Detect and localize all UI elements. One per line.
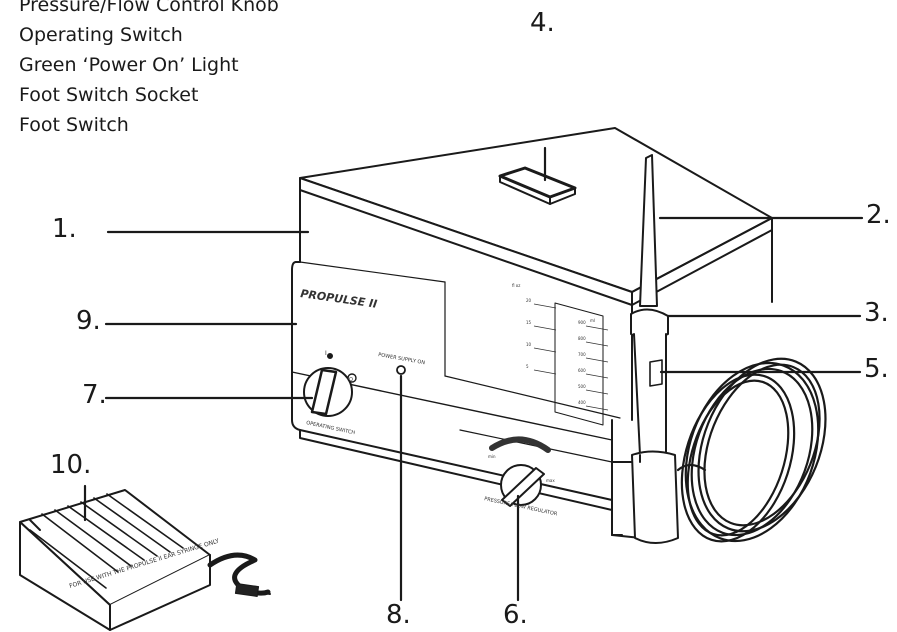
callout-9: 9. [76, 306, 101, 336]
callout-1: 1. [52, 214, 77, 244]
scale-left-gridline [533, 303, 557, 309]
brand-logo: PROPULSE II [300, 287, 378, 311]
scale-right-gridline [585, 341, 609, 347]
scale-right-gridline [585, 325, 609, 331]
callout-6: 6. [503, 600, 528, 630]
callout-3: 3. [864, 298, 889, 328]
switch-off-mark: O [349, 377, 353, 383]
legend-item: Pressure/Flow Control Knob [19, 0, 279, 16]
scale-right-tick: 600 [578, 368, 586, 373]
power-on-light [396, 365, 406, 375]
callout-8: 8. [386, 600, 411, 630]
scale-right-gridline [585, 389, 609, 395]
scale-left-gridline [533, 347, 557, 353]
scale-unit-ml: ml [590, 318, 595, 323]
scale-right-tick: 900 [578, 320, 586, 325]
scale-left-tick: 15 [526, 320, 532, 325]
power-supply [19, 489, 271, 631]
callout-5: 5. [864, 354, 889, 384]
scale-unit-oz: fl oz [512, 283, 520, 288]
scale-right-tick: 800 [578, 336, 586, 341]
power-label: POWER SUPPLY ON [378, 352, 426, 366]
parts-legend: Pressure/Flow Control Knob Operating Swi… [19, 0, 279, 140]
handpiece [630, 154, 679, 544]
scale-left-gridline [533, 369, 557, 375]
callout-10: 10. [50, 450, 92, 480]
switch-on-mark: I [325, 350, 327, 357]
scale-right-gridline [585, 357, 609, 363]
callout-2: 2. [866, 200, 891, 230]
callout-4: 4. [530, 8, 555, 38]
dial-max-label: max [546, 478, 555, 483]
operating-switch [303, 353, 357, 417]
scale-right-tick: 500 [578, 384, 586, 389]
dial-min-label: min [488, 454, 496, 459]
scale-left: 20 15 10 5 [526, 298, 557, 375]
legend-item: Operating Switch [19, 24, 183, 46]
scale-left-tick: 20 [526, 298, 532, 303]
scale-right-tick: 700 [578, 352, 586, 357]
legend-item: Foot Switch Socket [19, 84, 199, 106]
pressure-flow-knob [489, 436, 551, 507]
scale-left-tick: 10 [526, 342, 532, 347]
scale-right-gridline [585, 373, 609, 379]
callout-7: 7. [82, 380, 107, 410]
scale-left-gridline [533, 325, 557, 331]
scale-right-gridline [585, 405, 609, 411]
reservoir-lid [299, 127, 773, 306]
scale-left-tick: 5 [526, 364, 529, 369]
legend-item: Green ‘Power On’ Light [19, 54, 239, 76]
leader-lines [83, 146, 864, 602]
scale-right: 900 800 700 600 500 400 [578, 320, 609, 411]
legend-item: Foot Switch [19, 114, 129, 136]
scale-right-tick: 400 [578, 400, 586, 405]
